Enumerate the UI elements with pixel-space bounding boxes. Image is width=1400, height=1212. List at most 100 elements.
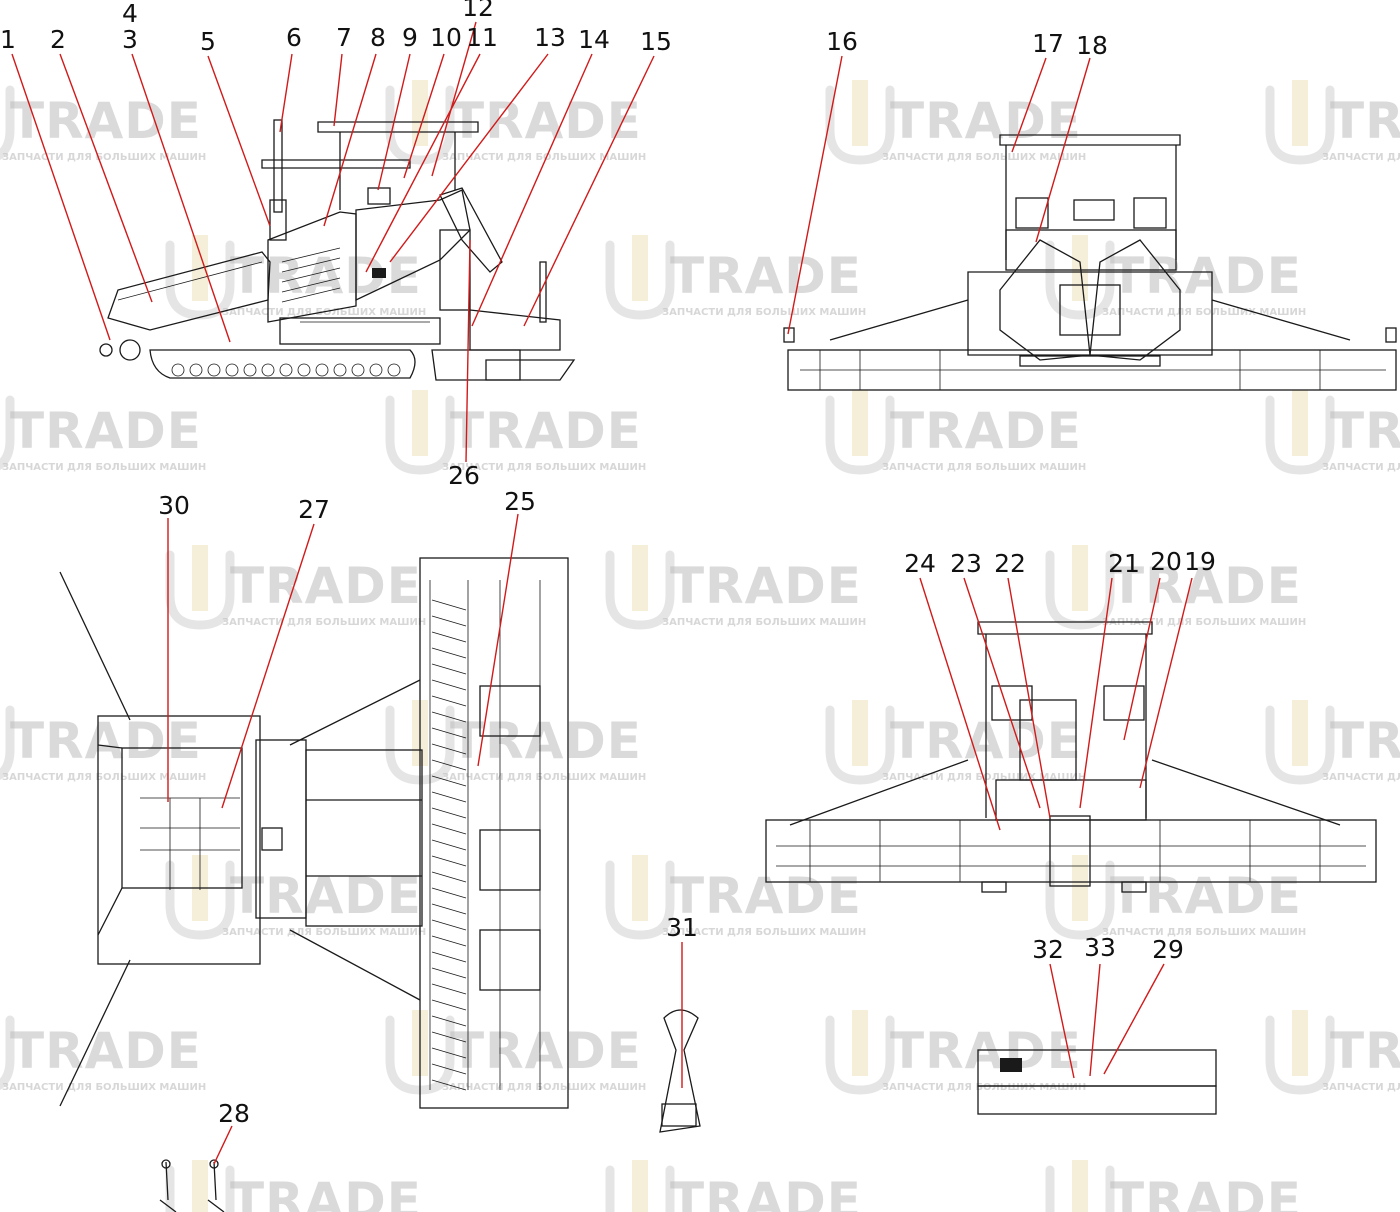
- watermark-shield-icon: [165, 860, 235, 940]
- auger-flight: [431, 1063, 467, 1075]
- callout-27: 27: [298, 495, 330, 524]
- callout-9: 9: [402, 23, 418, 52]
- watermark-brand: TRADE: [10, 1022, 202, 1080]
- auger-flight: [431, 711, 467, 723]
- watermark-brand: TRADE: [670, 1172, 862, 1212]
- auger-flight: [431, 871, 467, 883]
- track-roller: [225, 363, 239, 377]
- watermark-shield-icon: [1045, 240, 1115, 320]
- watermark-tagline: ЗАПЧАСТИ ДЛЯ БОЛЬШИХ МАШИН: [882, 152, 1086, 163]
- watermark-brand: TRADE: [1110, 557, 1302, 615]
- auger-flight: [431, 759, 467, 771]
- callout-24: 24: [904, 549, 936, 578]
- watermark-brand: TRADE: [10, 92, 202, 150]
- callout-1: 1: [0, 25, 16, 54]
- watermark-brand: TRADE: [230, 557, 422, 615]
- auger-flight: [431, 839, 467, 851]
- auger-flight: [431, 679, 467, 691]
- callout-2: 2: [50, 25, 66, 54]
- auger-flight: [431, 647, 467, 659]
- callout-30: 30: [158, 491, 190, 520]
- watermark-shield-icon: [1265, 705, 1335, 785]
- auger-flight: [431, 967, 467, 979]
- watermark-brand: TRADE: [1330, 92, 1400, 150]
- auger-flight: [431, 615, 467, 627]
- callout-17: 17: [1032, 29, 1064, 58]
- callout-25: 25: [504, 487, 536, 516]
- callout-28: 28: [218, 1099, 250, 1128]
- watermark-tagline: ЗАПЧАСТИ ДЛЯ БОЛЬШИХ МАШИН: [882, 772, 1086, 783]
- callout-15: 15: [640, 27, 672, 56]
- callout-11: 11: [466, 23, 498, 52]
- callout-7: 7: [336, 23, 352, 52]
- auger-flight: [431, 1031, 467, 1043]
- watermark-tagline: ЗАПЧАСТИ ДЛЯ БОЛЬШИХ МАШИН: [662, 927, 866, 938]
- watermark-brand: TRADE: [1110, 247, 1302, 305]
- side-view-drawing: [99, 119, 576, 381]
- watermark-shield-icon: [1265, 85, 1335, 165]
- watermark-brand: TRADE: [1330, 402, 1400, 460]
- callout-3: 3: [122, 25, 138, 54]
- track-roller: [387, 363, 401, 377]
- auger-flight: [431, 791, 467, 803]
- track-roller: [261, 363, 275, 377]
- watermark-tagline: ЗАПЧАСТИ ДЛЯ БОЛЬШИХ МАШИН: [1102, 307, 1306, 318]
- track-roller: [297, 363, 311, 377]
- watermark-tagline: ЗАПЧАСТИ ДЛЯ БОЛЬШИХ МАШИН: [882, 1082, 1086, 1093]
- watermark-brand: TRADE: [10, 402, 202, 460]
- watermark-tagline: ЗАПЧАСТИ ДЛЯ БОЛЬШИХ МАШИН: [1322, 772, 1400, 783]
- callout-20: 20: [1150, 547, 1182, 576]
- callout-6: 6: [286, 23, 302, 52]
- watermark-shield-icon: [0, 85, 15, 160]
- watermark-tagline: ЗАПЧАСТИ ДЛЯ БОЛЬШИХ МАШИН: [1322, 462, 1400, 473]
- watermark-tagline: ЗАПЧАСТИ ДЛЯ БОЛЬШИХ МАШИН: [2, 462, 206, 473]
- watermark-shield-icon: [1045, 860, 1115, 940]
- auger-flight: [431, 695, 467, 707]
- auger-flight: [431, 1015, 467, 1027]
- watermark-shield-icon: [825, 1015, 895, 1095]
- watermark-brand: TRADE: [670, 247, 862, 305]
- auger-flight: [431, 631, 467, 643]
- watermark-tagline: ЗАПЧАСТИ ДЛЯ БОЛЬШИХ МАШИН: [222, 617, 426, 628]
- watermark-shield-icon: [1265, 395, 1335, 475]
- watermark-tagline: ЗАПЧАСТИ ДЛЯ БОЛЬШИХ МАШИН: [882, 462, 1086, 473]
- watermark-logo: TRADE ЗАПЧАСТИ ДЛЯ БОЛЬШИХ МАШИН: [165, 545, 426, 630]
- auger-flight: [431, 1079, 467, 1091]
- front-view-drawing: [783, 134, 1397, 391]
- auger-flight: [431, 983, 467, 995]
- watermark-shield-icon: [385, 395, 455, 475]
- track-roller: [351, 363, 365, 377]
- auger-flight: [431, 951, 467, 963]
- callout-4: 4: [122, 0, 138, 28]
- callout-12: 12: [462, 0, 494, 22]
- watermark-shield-icon: [0, 395, 15, 470]
- bottom-parts-drawing: [159, 1009, 1217, 1212]
- auger-flight: [431, 919, 467, 931]
- watermark-shield-icon: [605, 860, 675, 940]
- watermark-tagline: ЗАПЧАСТИ ДЛЯ БОЛЬШИХ МАШИН: [442, 152, 646, 163]
- auger-flight: [431, 823, 467, 835]
- watermark-tagline: ЗАПЧАСТИ ДЛЯ БОЛЬШИХ МАШИН: [222, 307, 426, 318]
- callout-10: 10: [430, 23, 462, 52]
- auger-flight: [431, 887, 467, 899]
- watermark-tagline: ЗАПЧАСТИ ДЛЯ БОЛЬШИХ МАШИН: [1102, 927, 1306, 938]
- watermark-logo: TRADE ЗАПЧАСТИ ДЛЯ БОЛЬШИХ МАШИН: [0, 395, 206, 473]
- watermark-layer: TRADE ЗАПЧАСТИ ДЛЯ БОЛЬШИХ МАШИН TRADE ЗАПЧ…: [0, 80, 1400, 1212]
- watermark-tagline: ЗАПЧАСТИ ДЛЯ БОЛЬШИХ МАШИН: [2, 772, 206, 783]
- callout-labels: 1 2 3 4 5 6 7 8 9 10 11 12 13 14 15 16 1…: [0, 0, 1216, 1128]
